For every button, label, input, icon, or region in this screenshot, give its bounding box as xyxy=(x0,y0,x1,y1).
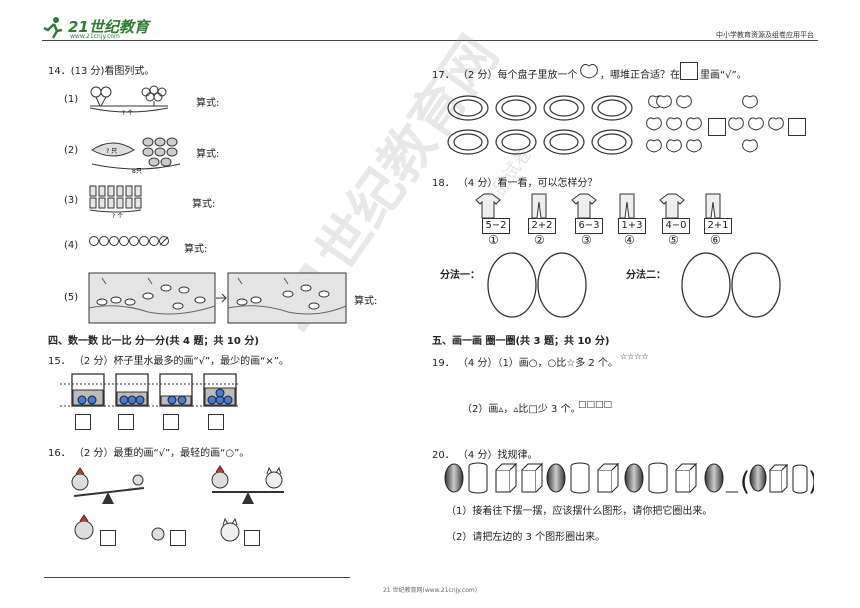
q17-answer-box-2[interactable] xyxy=(788,118,806,136)
q20-sub2: （2）请把左边的 3 个图形圈出来。 xyxy=(446,532,606,543)
balloons-picture: ? 个 xyxy=(89,85,169,117)
site-logo: 21世纪教育 www.21cnjy.com xyxy=(42,16,162,42)
q14-2-number: (2) xyxy=(64,145,79,156)
section4-heading: 四、数一数 比一比 分一分(共 4 题；共 10 分) xyxy=(48,336,259,347)
q18-num-6: ⑥ xyxy=(710,233,721,247)
svg-text:? 只: ? 只 xyxy=(106,148,117,155)
svg-text:? 个: ? 个 xyxy=(112,213,123,220)
q15-answer-box-3[interactable] xyxy=(163,414,179,430)
q20-sub1: （1）接着往下摆一摆，应该摆什么图形，请你把它圈出来。 xyxy=(446,506,713,517)
q18-num-4: ④ xyxy=(624,233,635,247)
q17-title-part2: ，哪堆正合适？在 xyxy=(600,70,680,81)
q14-4-formula: 算式: xyxy=(184,244,208,255)
bottles-picture: ? 个 xyxy=(89,185,142,220)
section5-heading: 五、画一画 圈一圈(共 3 题；共 10 分) xyxy=(432,336,610,347)
q14-3-formula: 算式: xyxy=(192,199,216,210)
q18-title: 18． （4 分）看一看，可以怎样分？ xyxy=(432,178,598,189)
q19-squares: □□□□ xyxy=(578,400,613,410)
circles-picture xyxy=(89,236,169,246)
q19-part1: 19． （4 分）（1）画○，○比☆多 2 个。 xyxy=(432,358,618,369)
q16-title: 16． （2 分）最重的画“√”，最轻的画“○”。 xyxy=(48,448,250,459)
q15-answer-box-4[interactable] xyxy=(208,414,224,430)
q15-title: 15． （2 分）杯子里水最多的画“√”，最少的画“×”。 xyxy=(48,356,289,367)
q18-card-4: 1+3 xyxy=(618,218,646,234)
q17-inline-box xyxy=(680,62,698,80)
q18-card-2: 2+2 xyxy=(528,218,556,234)
q18-num-2: ② xyxy=(534,233,545,247)
cups-picture xyxy=(60,373,240,407)
q18-num-3: ③ xyxy=(581,233,592,247)
q20-title: 20． （4 分）找规律。 xyxy=(432,450,538,461)
q19-part2: （2）画▵，▵比□少 3 个。 xyxy=(462,404,581,415)
peach-pile-1 xyxy=(646,95,702,153)
q14-1-formula: 算式: xyxy=(196,98,220,109)
ducks-pond-picture xyxy=(88,272,347,324)
q15-answer-box-2[interactable] xyxy=(118,414,134,430)
q17-answer-box-1[interactable] xyxy=(708,118,726,136)
q18-method2-ovals[interactable] xyxy=(680,250,784,320)
svg-text:? 个: ? 个 xyxy=(122,110,133,117)
logo-text: 21世纪教育 xyxy=(68,18,149,36)
q14-2-formula: 算式: xyxy=(196,149,220,160)
peach-icon xyxy=(580,63,598,79)
q16-answer-box-2[interactable] xyxy=(170,530,186,546)
header-divider xyxy=(42,40,818,41)
leaf-ducks-picture: ? 只 8只 xyxy=(91,137,181,174)
pattern-sequence: ( ) xyxy=(444,462,814,496)
scales-picture xyxy=(71,465,284,542)
q14-1-number: (1) xyxy=(64,94,79,105)
q19-stars: ☆☆☆☆ xyxy=(620,352,649,361)
peach-pile-2 xyxy=(728,95,784,153)
q18-card-5: 4−0 xyxy=(662,218,690,234)
svg-text:): ) xyxy=(808,467,814,496)
logo-url: www.21cnjy.com xyxy=(70,33,120,40)
q18-num-1: ① xyxy=(488,233,499,247)
q16-answer-box-3[interactable] xyxy=(244,530,260,546)
q18-method2-label: 分法二： xyxy=(626,270,666,281)
q14-3-number: (3) xyxy=(64,195,79,206)
q14-title: 14．(13 分)看图列式。 xyxy=(48,66,155,77)
q18-card-6: 2+1 xyxy=(704,218,732,234)
q18-num-5: ⑤ xyxy=(668,233,679,247)
q18-method1-ovals[interactable] xyxy=(486,250,590,320)
svg-text:(: ( xyxy=(740,467,750,496)
plates-picture xyxy=(447,95,633,155)
q14-4-number: (4) xyxy=(64,240,79,251)
q14-5-number: (5) xyxy=(64,292,79,303)
q15-answer-box-1[interactable] xyxy=(75,414,91,430)
q18-method1-label: 分法一： xyxy=(440,270,480,281)
q14-5-formula: 算式: xyxy=(354,296,378,307)
q17-title-part1: 17． （2 分）每个盘子里放一个 xyxy=(432,70,578,81)
q17-title-part3: 里画“√”。 xyxy=(700,70,747,81)
q16-answer-box-1[interactable] xyxy=(100,530,116,546)
clothing-icons xyxy=(475,193,721,219)
q18-card-3: 6−3 xyxy=(575,218,603,234)
platform-name: 中小学教育资源及组卷应用平台 xyxy=(716,31,814,39)
runner-logo-icon xyxy=(43,17,63,39)
footer-text: 21 世纪教育网(www.21cnjy.com) xyxy=(382,587,478,594)
q14-2-caption: 8只 xyxy=(132,168,142,174)
footer-divider xyxy=(44,577,350,578)
q18-card-1: 5−2 xyxy=(482,218,510,234)
